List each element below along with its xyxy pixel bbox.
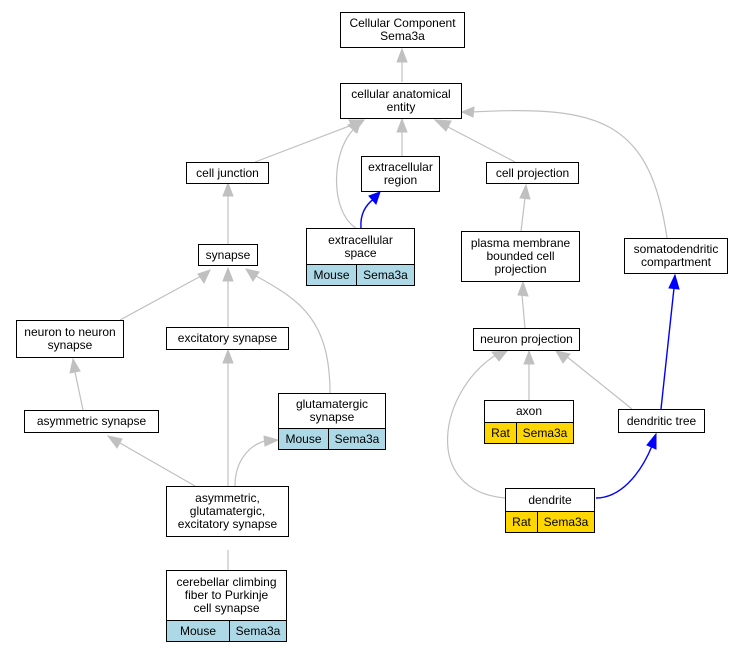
arrowhead-pmbcp [517, 280, 529, 297]
annotation-row: Mouse Sema3a [279, 428, 385, 449]
edge-age-to-glutamatergic [234, 440, 266, 487]
arrowhead-neuronprojection-3 [491, 350, 509, 362]
node-label: synapse [205, 247, 251, 262]
species-tag-mouse: Mouse [307, 265, 356, 285]
node-label: glutamatergic synapse [295, 397, 369, 424]
arrowhead-cae-3 [433, 119, 452, 132]
node-label: asymmetric, glutamatergic, excitatory sy… [177, 491, 278, 531]
node-dendritic-tree[interactable]: dendritic tree [618, 409, 705, 433]
node-cerebellar-climbing-fiber-synapse[interactable]: cerebellar climbing fiber to Purkinje ce… [166, 570, 287, 642]
node-glutamatergic-synapse[interactable]: glutamatergic synapse Mouse Sema3a [278, 393, 386, 450]
edge-dendritictree-to-neuronprojection [565, 355, 633, 410]
node-label: neuron projection [480, 332, 573, 346]
node-label: cellular anatomical entity [351, 87, 451, 114]
arrowhead-synapse-2 [222, 266, 234, 282]
arrowhead-extracellularregion [368, 191, 381, 205]
node-excitatory-synapse[interactable]: excitatory synapse [166, 327, 289, 350]
node-label: extracellular region [368, 160, 433, 187]
arrowhead-n2n [69, 357, 81, 374]
node-asymmetric-glutamatergic-excitatory-synapse[interactable]: asymmetric, glutamatergic, excitatory sy… [166, 486, 289, 537]
node-axon[interactable]: axon Rat Sema3a [484, 400, 574, 444]
edge-n2nsynapse-to-synapse [119, 275, 202, 321]
edge-asymmetric-to-n2n [74, 371, 84, 411]
node-label: axon [515, 404, 543, 418]
annotation-row: Mouse Sema3a [167, 620, 286, 641]
node-label: extracellular space [328, 232, 393, 260]
arrowhead-dendritictree [646, 432, 657, 450]
edge-extracellularspace-partof-region [360, 197, 376, 229]
edge-somatodendritic-to-cae [470, 109, 668, 239]
arrowhead-excitatory [222, 348, 234, 364]
arrowhead-cellprojection [519, 183, 531, 200]
node-neuron-projection[interactable]: neuron projection [473, 328, 580, 351]
edge-extracellularspace-to-cae [335, 126, 357, 229]
node-label: neuron to neuron synapse [24, 325, 116, 352]
gene-tag: Sema3a [328, 429, 385, 449]
node-label: cell junction [196, 165, 259, 180]
gene-tag: Sema3a [516, 423, 573, 443]
arrowhead-neuronprojection-2 [554, 350, 571, 364]
edge-age-to-asymmetric [119, 442, 196, 487]
arrowhead-cae-4 [347, 119, 362, 134]
node-label: dendritic tree [626, 413, 697, 428]
node-label: asymmetric synapse [36, 414, 147, 428]
species-tag-rat: Rat [485, 423, 516, 443]
annotation-row: Mouse Sema3a [307, 264, 414, 285]
arrowhead-synapse-3 [244, 268, 260, 282]
node-extracellular-space[interactable]: extracellular space Mouse Sema3a [306, 228, 415, 286]
annotation-row: Rat Sema3a [485, 422, 573, 443]
edge-dendrite-to-neuronprojection [447, 354, 506, 499]
arrowhead-cae-5 [460, 106, 475, 118]
edge-celljunction-to-cae [254, 124, 353, 163]
species-tag-rat: Rat [506, 512, 537, 532]
node-label: Cellular Component Sema3a [349, 16, 456, 43]
node-cell-projection[interactable]: cell projection [486, 162, 579, 184]
edge-neuronprojection-to-pmbcp [521, 294, 526, 329]
arrowhead-cae-2 [396, 117, 408, 133]
gene-tag: Sema3a [356, 265, 414, 285]
arrowhead-root [396, 47, 408, 63]
arrowhead-asymmetric [106, 435, 123, 449]
arrowhead-neuronprojection-1 [523, 349, 535, 365]
gene-tag: Sema3a [229, 621, 286, 641]
arrowhead-somatodendritic [668, 273, 680, 290]
node-label: somatodendritic compartment [633, 242, 719, 269]
node-label: cell projection [495, 165, 570, 180]
node-label: cerebellar climbing fiber to Purkinje ce… [176, 575, 277, 615]
node-cell-junction[interactable]: cell junction [186, 162, 269, 184]
edge-glutamatergic-to-synapse [255, 275, 331, 394]
node-cellular-component-sema3a[interactable]: Cellular Component Sema3a [340, 12, 465, 48]
node-cellular-anatomical-entity[interactable]: cellular anatomical entity [340, 83, 462, 119]
node-synapse[interactable]: synapse [198, 244, 258, 266]
annotation-row: Rat Sema3a [506, 511, 594, 532]
edge-pmbcp-to-cellprojection [520, 197, 526, 232]
node-extracellular-region[interactable]: extracellular region [361, 156, 440, 192]
node-label: excitatory synapse [177, 331, 278, 345]
arrowhead-glutamatergic [263, 435, 280, 447]
arrowhead-celljunction [222, 181, 234, 197]
edge-dendritictree-partof-somatodendritic [660, 287, 675, 410]
edge-cellprojection-to-cae [447, 126, 516, 163]
gene-tag: Sema3a [537, 512, 594, 532]
node-somatodendritic-compartment[interactable]: somatodendritic compartment [624, 238, 728, 274]
species-tag-mouse: Mouse [279, 429, 328, 449]
node-label: dendrite [528, 492, 572, 507]
node-asymmetric-synapse[interactable]: asymmetric synapse [24, 410, 159, 433]
node-label: plasma membrane bounded cell projection [470, 236, 571, 276]
node-dendrite[interactable]: dendrite Rat Sema3a [505, 488, 595, 533]
node-plasma-membrane-bounded-cell-projection[interactable]: plasma membrane bounded cell projection [461, 231, 580, 282]
edge-dendrite-partof-dendritictree [595, 445, 653, 499]
arrowhead-synapse-1 [197, 269, 211, 285]
species-tag-mouse: Mouse [167, 621, 229, 641]
node-neuron-to-neuron-synapse[interactable]: neuron to neuron synapse [16, 320, 124, 358]
